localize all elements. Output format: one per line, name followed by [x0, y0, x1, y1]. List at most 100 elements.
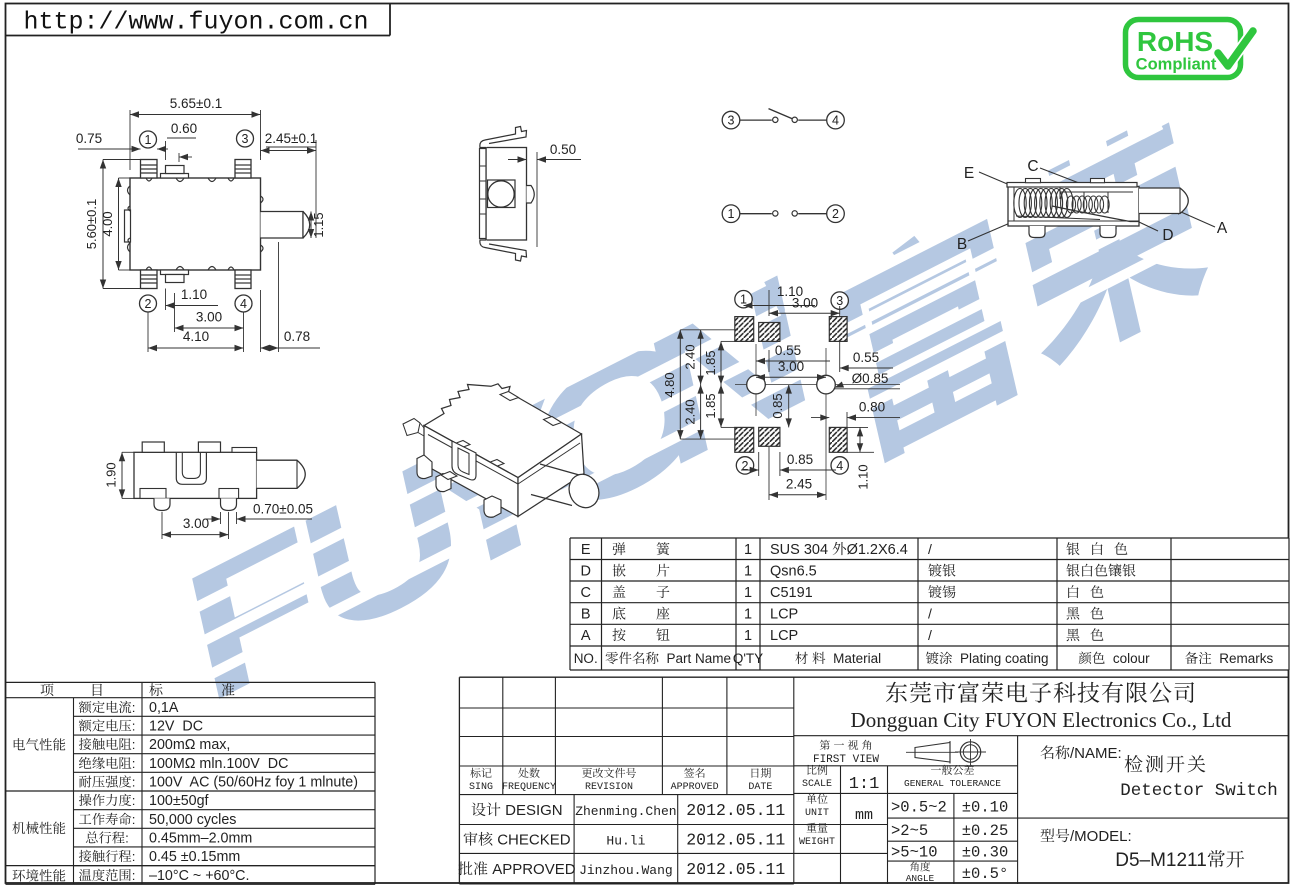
svg-text:1: 1 [145, 133, 152, 147]
svg-text:SING: SING [469, 782, 493, 793]
svg-text:LCP: LCP [770, 624, 798, 645]
svg-text:0.75: 0.75 [76, 131, 102, 146]
svg-text:操作力度:: 操作力度: [79, 790, 136, 809]
svg-text:–10°C ~ +60°C.: –10°C ~ +60°C. [149, 865, 249, 885]
svg-text:/: / [928, 604, 932, 624]
svg-text:2: 2 [742, 459, 749, 473]
svg-text:/: / [928, 539, 932, 559]
svg-text:RoHS: RoHS [1137, 26, 1213, 57]
svg-text:0.85: 0.85 [770, 393, 785, 418]
svg-text:2.45±0.1: 2.45±0.1 [265, 131, 317, 146]
svg-text:0.45mm–2.0mm: 0.45mm–2.0mm [149, 827, 252, 847]
svg-text:银白色镶银: 银白色镶银 [1066, 560, 1136, 580]
svg-text:3.00: 3.00 [792, 296, 818, 311]
svg-text:绝缘电阻:: 绝缘电阻: [79, 753, 136, 772]
svg-text:重量: 重量 [806, 820, 828, 836]
svg-text:银白色: 银白色 [1066, 539, 1138, 559]
svg-text:0.50: 0.50 [550, 142, 576, 157]
svg-text:1: 1 [740, 293, 747, 307]
svg-text:准: 准 [221, 680, 235, 700]
svg-text:白色: 白色 [1066, 582, 1114, 602]
svg-text:东莞市富荣电子科技有限公司: 东莞市富荣电子科技有限公司 [885, 675, 1197, 708]
svg-text:零件名称 Part Name: 零件名称 Part Name [605, 647, 731, 667]
svg-text:D: D [1162, 227, 1173, 244]
svg-text:1: 1 [728, 207, 735, 221]
svg-text:弹簧: 弹簧 [612, 539, 700, 559]
svg-text:接触电阻:: 接触电阻: [79, 734, 136, 753]
svg-text:4.80: 4.80 [662, 372, 677, 397]
svg-text:标: 标 [149, 680, 164, 700]
svg-text:FIRST VIEW: FIRST VIEW [813, 754, 879, 766]
svg-text:>5~10: >5~10 [891, 844, 938, 862]
svg-text:0.45 ±0.15mm: 0.45 ±0.15mm [149, 846, 240, 866]
svg-text:2012.05.11: 2012.05.11 [686, 860, 785, 879]
svg-text:FREQUENCY: FREQUENCY [502, 782, 556, 793]
svg-text:3.00: 3.00 [183, 516, 209, 531]
svg-text:mm: mm [855, 807, 873, 824]
svg-text:机械性能: 机械性能 [12, 817, 66, 837]
svg-text:0.78: 0.78 [284, 329, 310, 344]
svg-text:电气性能: 电气性能 [12, 734, 66, 754]
svg-text:审核 CHECKED: 审核 CHECKED [463, 828, 571, 849]
svg-text:APPROVED: APPROVED [671, 782, 719, 793]
svg-text:2.40: 2.40 [683, 399, 698, 424]
svg-text:B: B [957, 236, 967, 253]
svg-text:5.65±0.1: 5.65±0.1 [170, 96, 222, 111]
svg-text:接触行程:: 接触行程: [79, 846, 136, 865]
svg-text:100V AC (50/60Hz foy 1 mlnute: 100V AC (50/60Hz foy 1 mlnute) [149, 771, 358, 791]
svg-text:比例: 比例 [806, 762, 828, 778]
svg-text:Ø0.85: Ø0.85 [852, 371, 889, 386]
svg-text:黑色: 黑色 [1066, 625, 1114, 645]
svg-text:嵌片: 嵌片 [612, 560, 700, 580]
svg-text:批准 APPROVED: 批准 APPROVED [458, 858, 576, 879]
svg-text:4: 4 [836, 459, 843, 473]
svg-text:1.85: 1.85 [703, 350, 718, 375]
svg-text:C: C [580, 585, 590, 601]
svg-text:Detector Switch: Detector Switch [1120, 781, 1278, 801]
svg-text:UNIT: UNIT [805, 808, 829, 819]
svg-text:额定电流:: 额定电流: [79, 697, 136, 716]
svg-text:3: 3 [728, 114, 735, 128]
svg-text:0.85: 0.85 [787, 452, 813, 467]
svg-text:镀银: 镀银 [928, 560, 956, 580]
svg-text:/: / [928, 625, 932, 645]
svg-text:1.10: 1.10 [181, 287, 207, 302]
svg-text:镀锡: 镀锡 [928, 582, 956, 602]
svg-text:日期: 日期 [749, 765, 771, 781]
svg-text:1: 1 [744, 563, 752, 579]
svg-text:材 料 Material: 材 料 Material [795, 647, 881, 667]
svg-text:4: 4 [832, 114, 839, 128]
svg-text:工作寿命:: 工作寿命: [79, 809, 136, 828]
svg-text:REVISION: REVISION [585, 782, 633, 793]
svg-text:ANGLE: ANGLE [906, 873, 935, 884]
svg-text:C: C [1027, 158, 1038, 175]
svg-text:1.15: 1.15 [311, 212, 326, 237]
svg-text:WEIGHT: WEIGHT [799, 837, 835, 848]
svg-text:1: 1 [744, 607, 752, 623]
svg-text:>0.5~2: >0.5~2 [891, 798, 947, 816]
svg-text:耐压强度:: 耐压强度: [79, 771, 136, 790]
svg-text:项: 项 [40, 680, 55, 700]
svg-text:D5–M1211常开: D5–M1211常开 [1115, 845, 1245, 872]
svg-text:2: 2 [832, 207, 839, 221]
svg-text:GENERAL TOLERANCE: GENERAL TOLERANCE [904, 778, 1001, 789]
svg-text:2012.05.11: 2012.05.11 [686, 801, 785, 820]
svg-text:备注 Remarks: 备注 Remarks [1185, 647, 1274, 667]
svg-text:签名: 签名 [684, 765, 706, 781]
svg-text:第 一 视 角: 第 一 视 角 [819, 737, 872, 753]
svg-text:100±50gf: 100±50gf [149, 790, 209, 810]
svg-text:E: E [964, 165, 974, 182]
svg-text:角度: 角度 [910, 860, 931, 875]
svg-text:Hu.li: Hu.li [606, 833, 645, 848]
svg-text:1.10: 1.10 [856, 464, 871, 489]
svg-text:镀涂 Plating coating: 镀涂 Plating coating [925, 647, 1048, 667]
svg-text:3.00: 3.00 [778, 359, 804, 374]
svg-text:2.40: 2.40 [683, 344, 698, 369]
svg-text:处数: 处数 [518, 765, 540, 781]
svg-text:LCP: LCP [770, 603, 798, 624]
svg-text:0,1A: 0,1A [149, 697, 179, 717]
svg-text:A: A [1217, 220, 1228, 237]
svg-text:±0.25: ±0.25 [962, 822, 1009, 840]
svg-text:C5191: C5191 [770, 581, 813, 602]
svg-text:50,000 cycles: 50,000 cycles [149, 809, 236, 829]
